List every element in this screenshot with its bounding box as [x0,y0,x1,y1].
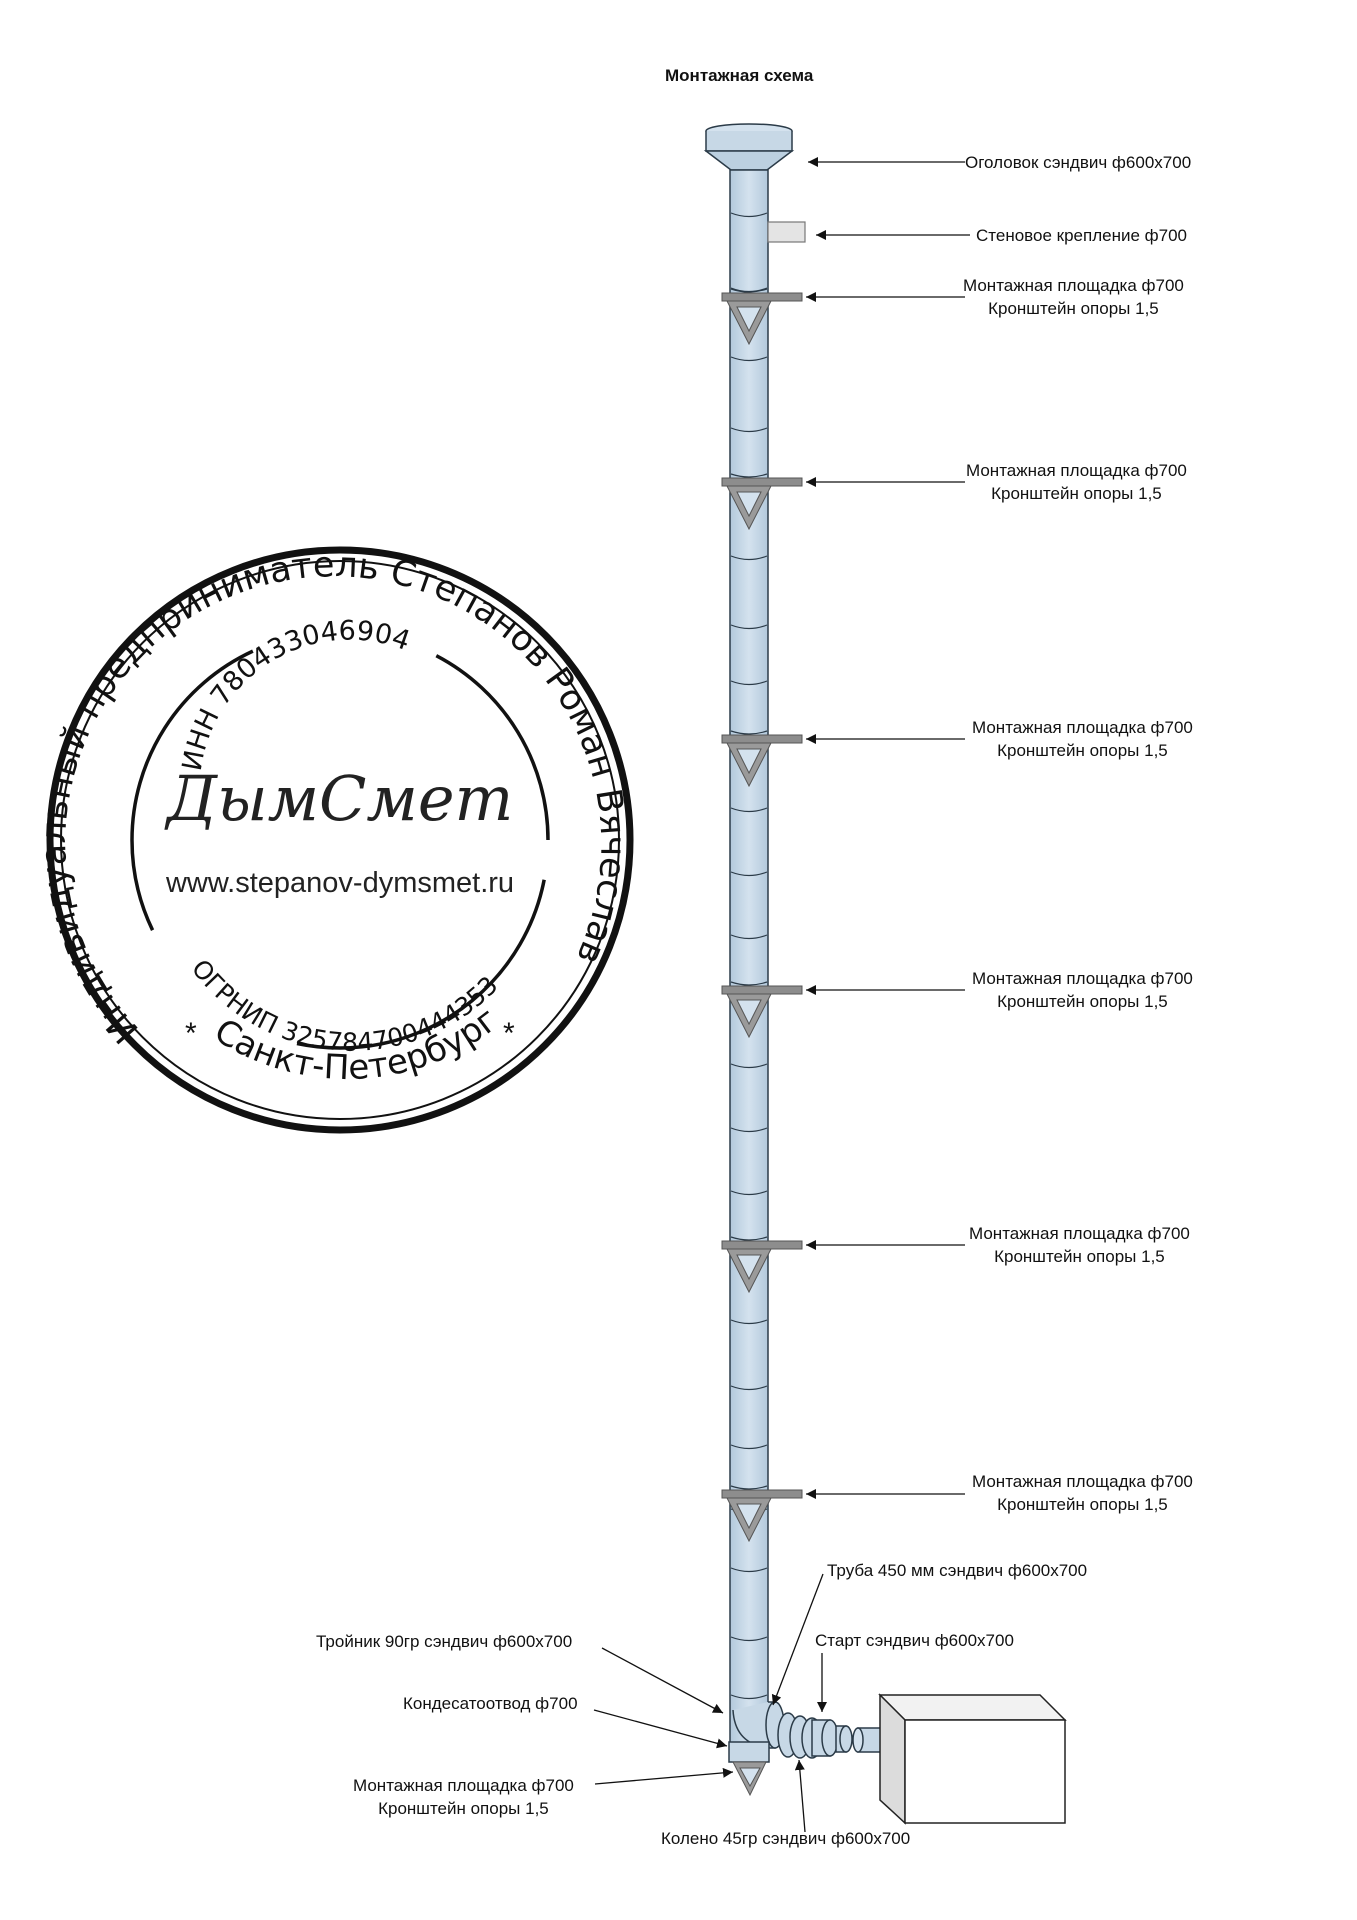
label-tee: Тройник 90гр сэндвич ф600х700 [316,1632,573,1651]
label-pipe450: Труба 450 мм сэндвич ф600х700 [827,1561,1088,1580]
pipe-joint [730,1567,768,1573]
arrow-bottom-platform [594,1767,734,1785]
pipe-joint [730,1063,768,1069]
label-platform-3: Монтажная площадка ф700 Кронштейн опоры … [972,716,1193,762]
pipe-joint [730,1444,768,1450]
diagram-title: Монтажная схема [665,66,814,85]
platform-line2: Кронштейн опоры 1,5 [997,992,1168,1011]
label-elbow: Колено 45гр сэндвич ф600х700 [661,1829,911,1848]
pipe-joint [730,624,768,630]
label-platform-2: Монтажная площадка ф700 Кронштейн опоры … [966,459,1187,505]
platform-line2: Кронштейн опоры 1,5 [378,1799,549,1818]
arrow-condensate [593,1709,728,1749]
label-platform-4: Монтажная площадка ф700 Кронштейн опоры … [972,967,1193,1013]
label-platform-1: Монтажная площадка ф700 Кронштейн опоры … [963,274,1184,320]
stamp-brand: ДымСмет [164,762,514,835]
platform-line2: Кронштейн опоры 1,5 [991,484,1162,503]
label-bottom-platform: Монтажная площадка ф700 Кронштейн опоры … [353,1774,574,1820]
boiler [878,1693,1067,1825]
platform-line1: Монтажная площадка ф700 [972,718,1193,737]
platform-line1: Монтажная площадка ф700 [972,969,1193,988]
platform-bracket [721,288,803,346]
pipe-joint [730,555,768,561]
label-platform-6: Монтажная площадка ф700 Кронштейн опоры … [972,1470,1193,1516]
platform-bracket [721,1485,803,1543]
platform-line1: Монтажная площадка ф700 [969,1224,1190,1243]
pipe-joint [730,934,768,940]
platform-bracket [721,1236,803,1294]
star-icon: * [503,1017,515,1050]
platform-bracket [721,473,803,531]
leader-arrows [593,157,970,1833]
platform-line2: Кронштейн опоры 1,5 [997,1495,1168,1514]
platform-bracket [721,981,803,1039]
label-condensate: Кондесатоотвод ф700 [403,1694,578,1713]
pipe-joint [730,871,768,877]
pipe-joint [730,1319,768,1325]
arrow-tee [601,1647,724,1714]
pipe-joint [730,1190,768,1196]
vertical-pipe [729,169,769,1746]
platform-brackets [721,288,803,1543]
platform-line1: Монтажная площадка ф700 [972,1472,1193,1491]
pipe-joint [730,1694,768,1700]
bottom-assembly [728,1701,899,1797]
wall-mount [767,221,806,243]
label-head: Оголовок сэндвич ф600х700 [965,153,1192,172]
platform-line1: Монтажная площадка ф700 [353,1776,574,1795]
platform-line1: Монтажная площадка ф700 [963,276,1184,295]
company-stamp: Индивидуальный предприниматель Степанов … [0,0,634,1134]
platform-line2: Кронштейн опоры 1,5 [988,299,1159,318]
pipe-joint [730,1127,768,1133]
label-start: Старт сэндвич ф600х700 [815,1631,1014,1650]
star-icon: * [185,1017,197,1050]
platform-bracket [721,730,803,788]
label-platform-5: Монтажная площадка ф700 Кронштейн опоры … [969,1222,1190,1268]
pipe-joint [730,356,768,362]
stamp-website: www.stepanov-dymsmet.ru [165,867,514,899]
pipe-joint [730,427,768,433]
pipe-joint [730,1385,768,1391]
platform-line2: Кронштейн опоры 1,5 [997,741,1168,760]
pipe-joint [730,807,768,813]
arrow-pipe450 [771,1573,824,1706]
platform-line2: Кронштейн опоры 1,5 [994,1247,1165,1266]
label-wall-mount: Стеновое крепление ф700 [976,226,1187,245]
pipe-joint [730,212,768,218]
platform-line1: Монтажная площадка ф700 [966,461,1187,480]
pipe-joint [730,1636,768,1642]
chimney-head [703,123,795,171]
stamp-inn: ИНН 780433046904 [177,615,414,773]
arrow-elbow [794,1759,806,1833]
pipe-joint [730,680,768,686]
